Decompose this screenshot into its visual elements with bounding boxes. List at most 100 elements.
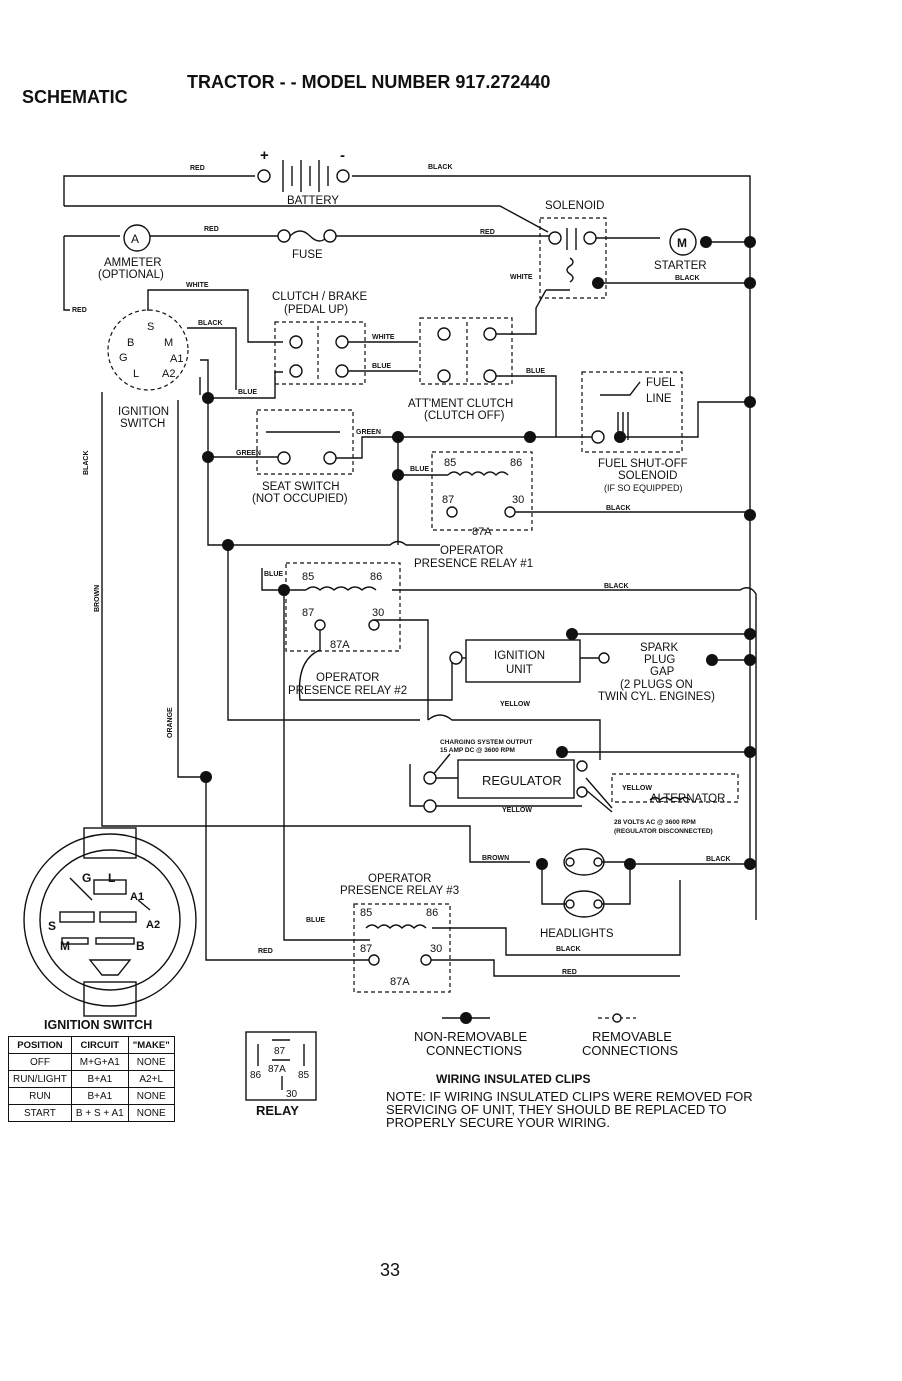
legend-non-removable-1: NON-REMOVABLE [414,1029,527,1044]
fuse-label: FUSE [292,249,323,261]
alternator-note-1: 28 VOLTS AC @ 3600 RPM [614,819,696,826]
relay2-label-1: OPERATOR [316,672,379,684]
wire-label-black-top: BLACK [428,164,453,171]
wire-label-black-switch: BLACK [198,320,223,327]
clutch-brake-switch: CLUTCH / BRAKE (PEDAL UP) [272,291,368,385]
relay3-pin-86: 86 [426,907,438,919]
seat-switch-label-2: (NOT OCCUPIED) [252,493,348,505]
terminal-a1: A1 [170,353,183,365]
alternator-label: ALTERNATOR [650,793,725,805]
table-cell: B+A1 [70,1070,129,1088]
wire-label-red-ammeter: RED [204,226,219,233]
ignition-switch-label-2: SWITCH [120,418,165,430]
spark-plug: SPARK PLUG GAP (2 PLUGS ON TWIN CYL. ENG… [598,642,715,703]
regulator-label: REGULATOR [482,773,562,788]
table-cell: OFF [8,1053,72,1071]
table-row: OFF M+G+A1 NONE [8,1053,175,1071]
relay3-pin-85: 85 [360,907,372,919]
fuel-line-label-2: LINE [646,393,672,405]
alternator: YELLOW ALTERNATOR 28 VOLTS AC @ 3600 RPM… [611,773,739,835]
relay-legend-pin-86: 86 [250,1070,262,1081]
terminal-b: B [127,337,134,349]
ammeter: A AMMETER (OPTIONAL) [98,224,164,281]
relay-legend-pin-30: 30 [286,1089,298,1100]
wire-label-yellow-regulator: YELLOW [502,807,532,814]
table-cell: START [8,1104,72,1122]
battery-label: BATTERY [287,195,339,207]
table-header-position: POSITION [8,1036,72,1054]
solenoid: SOLENOID [539,200,607,299]
page-number: 33 [380,1260,400,1280]
spark-plug-label-4: (2 PLUGS ON [620,679,693,691]
fuel-shutoff-solenoid: FUEL LINE FUEL SHUT-OFF SOLENOID (IF SO … [581,371,688,493]
wire-label-red-switch: RED [72,307,87,314]
ignition-unit-label-1: IGNITION [494,650,545,662]
wire-label-green-seat: GREEN [236,450,261,457]
wire-label-white-clutch: WHITE [372,334,395,341]
wire-label-yellow-alternator: YELLOW [622,785,652,792]
relay3-pin-87a: 87A [390,976,410,988]
wire-label-red-top: RED [190,165,205,172]
table-cell: RUN [8,1087,72,1105]
table-row: RUN/LIGHT B+A1 A2+L [8,1070,175,1088]
ignition-switch-label-1: IGNITION [118,406,169,418]
relay2-pin-85: 85 [302,571,314,583]
wire-label-blue-relay2: BLUE [264,571,283,578]
wire-label-red-headlights: RED [562,969,577,976]
fuel-solenoid-label-1: FUEL SHUT-OFF [598,458,688,470]
face-terminal-b: B [136,939,145,953]
wire-label-red-fuse: RED [480,229,495,236]
wire-label-blue-clutch: BLUE [372,363,391,370]
wire-label-blue-relay1: BLUE [410,466,429,473]
wire-label-brown-left: BROWN [94,585,101,612]
table-cell: M+G+A1 [70,1053,129,1071]
table-cell: B+A1 [70,1087,129,1105]
ignition-table-caption: IGNITION SWITCH [44,1018,152,1032]
wire-label-black-relay1: BLACK [606,505,631,512]
relay3-label-1: OPERATOR [368,873,431,885]
relay1-pin-30: 30 [512,494,524,506]
clutch-brake-label-1: CLUTCH / BRAKE [272,291,368,303]
attachment-clutch-label-1: ATT'MENT CLUTCH [408,398,513,410]
face-terminal-l: L [108,871,115,885]
relay3-pin-87: 87 [360,943,372,955]
relay2-pin-30: 30 [372,607,384,619]
spark-plug-label-5: TWIN CYL. ENGINES) [598,691,715,703]
terminal-l: L [133,368,139,380]
relay-legend-pin-87a: 87A [268,1064,286,1075]
table-header-make: "MAKE" [127,1036,175,1054]
ignition-switch-schematic: S B M G A1 L A2 IGNITION SWITCH [107,309,189,430]
ammeter-label-1: AMMETER [104,257,162,269]
battery-minus-label: - [340,147,345,164]
relay3-pin-30: 30 [430,943,442,955]
battery: + - BATTERY [63,147,549,233]
table-row: START B + S + A1 NONE [8,1104,175,1122]
relay-legend-pin-85: 85 [298,1070,310,1081]
wire-label-blue-relay3: BLUE [306,917,325,924]
table-cell: RUN/LIGHT [8,1070,72,1088]
charging-note-2: 15 AMP DC @ 3600 RPM [440,747,515,754]
table-cell: NONE [127,1087,175,1105]
wire-label-red-relay3: RED [258,948,273,955]
ignition-unit-label-2: UNIT [506,664,533,676]
relay-legend-pin-87: 87 [274,1046,286,1057]
legend-note-3: PROPERLY SECURE YOUR WIRING. [386,1115,610,1130]
relay3-label-2: PRESENCE RELAY #3 [340,885,459,897]
ammeter-symbol: A [131,232,139,246]
fuel-line-label-1: FUEL [646,377,676,389]
table-cell: A2+L [127,1070,175,1088]
wire-label-black-headlights: BLACK [706,856,731,863]
table-header-row: POSITION CIRCUIT "MAKE" [8,1036,175,1054]
relay2-pin-86: 86 [370,571,382,583]
starter-symbol: M [677,236,687,250]
seat-switch-label-1: SEAT SWITCH [262,481,340,493]
terminal-m: M [164,337,173,349]
face-terminal-s: S [48,919,56,933]
wire-label-black-left: BLACK [83,451,90,476]
headlights: HEADLIGHTS [536,848,636,940]
terminal-s: S [147,321,154,333]
face-terminal-a2: A2 [146,919,160,931]
alternator-note-2: (REGULATOR DISCONNECTED) [614,828,713,835]
regulator: REGULATOR [423,759,588,813]
